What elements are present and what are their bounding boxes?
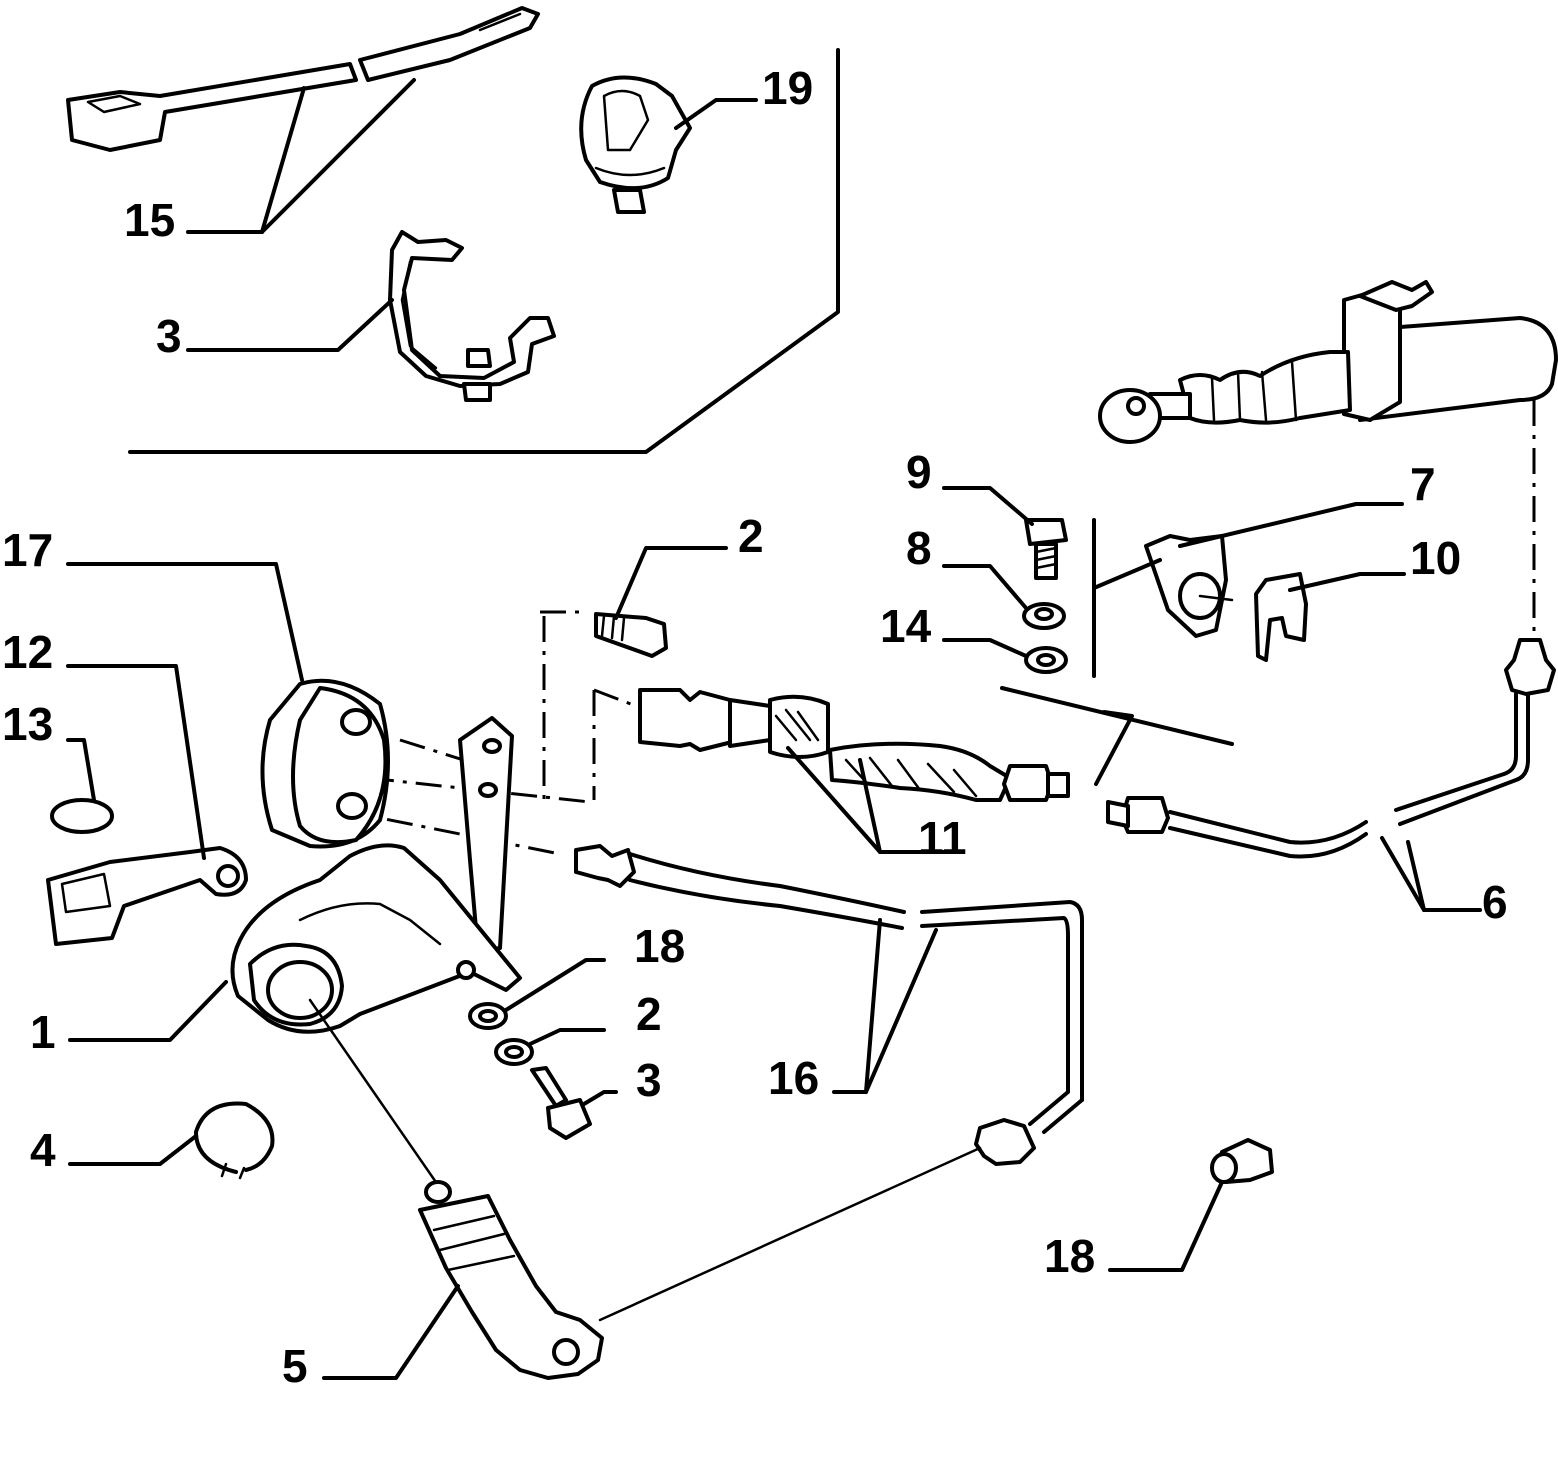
- flexible-hose-part: [638, 688, 1070, 854]
- callout-17: 17: [2, 524, 53, 576]
- pipe-part: [1106, 638, 1556, 912]
- section-line: [1000, 686, 1234, 746]
- pipe-16-part: [574, 844, 1084, 1322]
- bolt-3-lower-part: [530, 1066, 618, 1140]
- hose-clip-part: [579, 75, 758, 214]
- callout-1: 1: [30, 1006, 56, 1058]
- master-cylinder-part: [1098, 280, 1558, 444]
- callout-5: 5: [282, 1340, 308, 1392]
- callout-7: 7: [1410, 458, 1436, 510]
- callout-18-upper: 18: [634, 920, 685, 972]
- callout-15: 15: [124, 194, 175, 246]
- callout-9: 9: [906, 446, 932, 498]
- callout-10: 10: [1410, 532, 1461, 584]
- callout-3-inset: 3: [156, 310, 182, 362]
- clutch-housing-part: [68, 716, 522, 1042]
- release-lever-part: [46, 664, 248, 946]
- circlip-4-part: [68, 1101, 275, 1180]
- bleed-nipple-part: [1108, 1138, 1274, 1272]
- cable-tie-part: [66, 6, 540, 234]
- washer-18-part: [468, 958, 606, 1030]
- callout-13: 13: [2, 698, 53, 750]
- callout-14: 14: [880, 600, 932, 652]
- clip-10-part: [1254, 572, 1406, 662]
- cover-part: [66, 562, 390, 849]
- washer-14-part: [942, 638, 1068, 674]
- slave-cylinder-part: [308, 998, 604, 1380]
- inset-frame: [128, 48, 840, 454]
- bolt-9-part: [942, 486, 1068, 580]
- callout-8: 8: [906, 522, 932, 574]
- callout-12: 12: [2, 626, 53, 678]
- bolt-2-upper-part: [594, 546, 728, 658]
- bracket-part: [186, 230, 556, 402]
- callout-18-lower: 18: [1044, 1230, 1095, 1282]
- snap-ring-13-part: [50, 738, 114, 834]
- section-line-v: [1094, 710, 1134, 786]
- callout-labels: 1 2 2 3 3 4 5 6 7 8 9 10 11 12 13 14 15 …: [2, 62, 1508, 1392]
- callout-4: 4: [30, 1124, 56, 1176]
- callout-2-upper: 2: [738, 510, 764, 562]
- callout-19: 19: [762, 62, 813, 114]
- callout-11: 11: [918, 812, 967, 864]
- washer-2-part: [494, 1028, 606, 1066]
- mounting-bracket-part: [1092, 502, 1404, 678]
- nut-8-part: [942, 564, 1066, 630]
- callout-6: 6: [1482, 876, 1508, 928]
- callout-3-lower: 3: [636, 1054, 662, 1106]
- callout-2-lower: 2: [636, 988, 662, 1040]
- callout-16: 16: [768, 1052, 819, 1104]
